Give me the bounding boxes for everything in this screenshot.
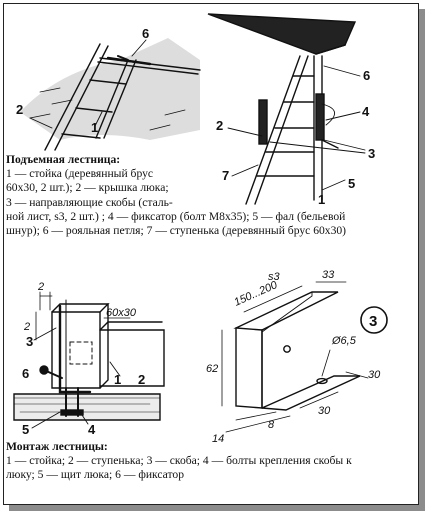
label-1-left: 1 (91, 120, 98, 135)
dim-d65: Ø6,5 (331, 335, 357, 347)
caption-lift-line-4: ной лист, s3, 2 шт.) ; 4 — фиксатор (бол… (6, 209, 346, 223)
label-2-left: 2 (16, 102, 23, 117)
label-6-left: 6 (142, 26, 149, 41)
caption-mount-line-2: люку; 5 — щит люка; 6 — фиксатор (6, 468, 185, 482)
mount-label-3: 3 (26, 334, 33, 349)
ladder-side-view (207, 13, 366, 205)
mount-label-5: 5 (22, 422, 29, 437)
label-3-right: 3 (368, 146, 375, 161)
label-5-right: 5 (348, 176, 355, 191)
label-7-right: 7 (222, 168, 229, 183)
dim-60x30: 60x30 (106, 307, 137, 319)
dim-s3: s3 (268, 271, 281, 283)
label-1-right: 1 (318, 192, 325, 207)
caption-lift-line-5: шнур); 6 — рояльная петля; 7 — ступенька… (6, 224, 347, 238)
mount-label-4: 4 (88, 422, 96, 437)
dim-2-side: 2 (23, 321, 30, 333)
caption-mount: Монтаж лестницы: 1 — стойка; 2 — ступень… (6, 440, 410, 483)
dim-2-top: 2 (37, 281, 44, 293)
mount-label-6: 6 (22, 366, 29, 381)
caption-mount-title: Монтаж лестницы: (6, 440, 108, 453)
mount-detail (13, 291, 165, 429)
mount-label-1: 1 (114, 372, 121, 387)
dim-8: 8 (268, 419, 275, 431)
label-4-right: 4 (362, 104, 370, 119)
caption-lift-ladder: Подъемная лестница: 1 — стойка (деревянн… (6, 153, 410, 238)
dim-30-right: 30 (368, 369, 381, 381)
caption-mount-line-1: 1 — стойка; 2 — ступенька; 3 — скоба; 4 … (6, 454, 352, 468)
caption-lift-line-2: 60х30, 2 шт.); 2 — крышка люка; (6, 181, 169, 195)
dim-14: 14 (212, 433, 224, 445)
label-2-right: 2 (216, 118, 223, 133)
dim-33: 33 (322, 269, 335, 281)
mount-label-2: 2 (138, 372, 145, 387)
caption-lift-line-1: 1 — стойка (деревянный брус (6, 167, 154, 181)
caption-lift-line-3: 3 — направляющие скобы (сталь- (6, 195, 173, 209)
label-6-right: 6 (363, 68, 370, 83)
dim-62: 62 (206, 363, 218, 375)
dim-150-200: 150...200 (232, 279, 280, 309)
bracket-detail (221, 281, 388, 433)
ladder-top-view (20, 38, 201, 151)
dim-30-bottom: 30 (318, 405, 331, 417)
caption-lift-title: Подъемная лестница: (6, 153, 121, 166)
circle-number: 3 (369, 313, 377, 330)
